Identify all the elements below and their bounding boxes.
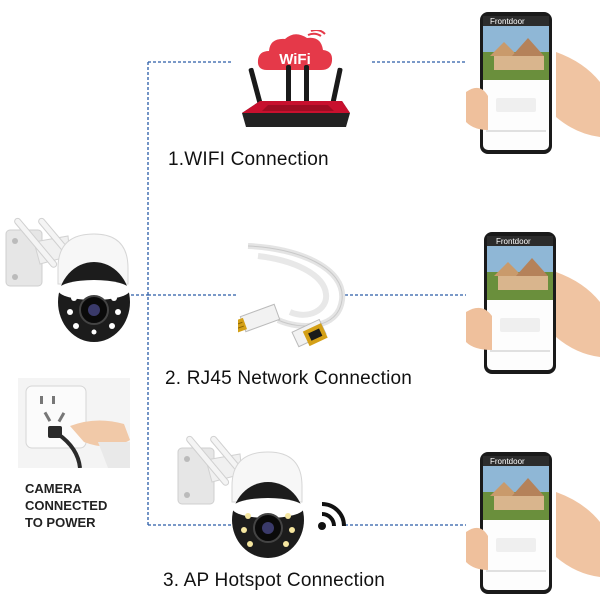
phone-1: Frontdoor xyxy=(466,12,600,157)
wifi-badge-text: WiFi xyxy=(279,51,311,68)
wifi-signal-icon xyxy=(318,502,346,530)
power-caption-line-3: TO POWER xyxy=(25,515,96,530)
phone-app-title: Frontdoor xyxy=(496,237,531,246)
power-caption-line-2: CONNECTED xyxy=(25,498,108,513)
power-caption: CAMERA CONNECTED TO POWER xyxy=(25,480,107,531)
cloud-icon: WiFi xyxy=(257,30,333,70)
wifi-badge: WiFi xyxy=(255,30,335,75)
label-ap-hotspot-connection: 3. AP Hotspot Connection xyxy=(163,570,386,591)
router-icon xyxy=(242,65,350,127)
label-rj45-connection: 2. RJ45 Network Connection xyxy=(165,368,413,389)
phone-app-title: Frontdoor xyxy=(490,457,525,466)
hand-holding-phone-image xyxy=(466,12,600,154)
power-caption-line-1: CAMERA xyxy=(25,481,83,496)
phone-3: Frontdoor xyxy=(466,452,600,597)
hand-holding-phone-image xyxy=(466,232,600,374)
ptz-camera-image xyxy=(5,217,130,342)
ethernet-cable-icon xyxy=(238,243,346,348)
phone-app-title: Frontdoor xyxy=(490,17,525,26)
power-outlet-image xyxy=(18,378,130,468)
label-wifi-connection: 1.WIFI Connection xyxy=(168,149,329,170)
hand-holding-phone-image xyxy=(466,452,600,594)
ptz-camera-image xyxy=(177,435,304,558)
phone-2: Frontdoor xyxy=(466,232,600,377)
